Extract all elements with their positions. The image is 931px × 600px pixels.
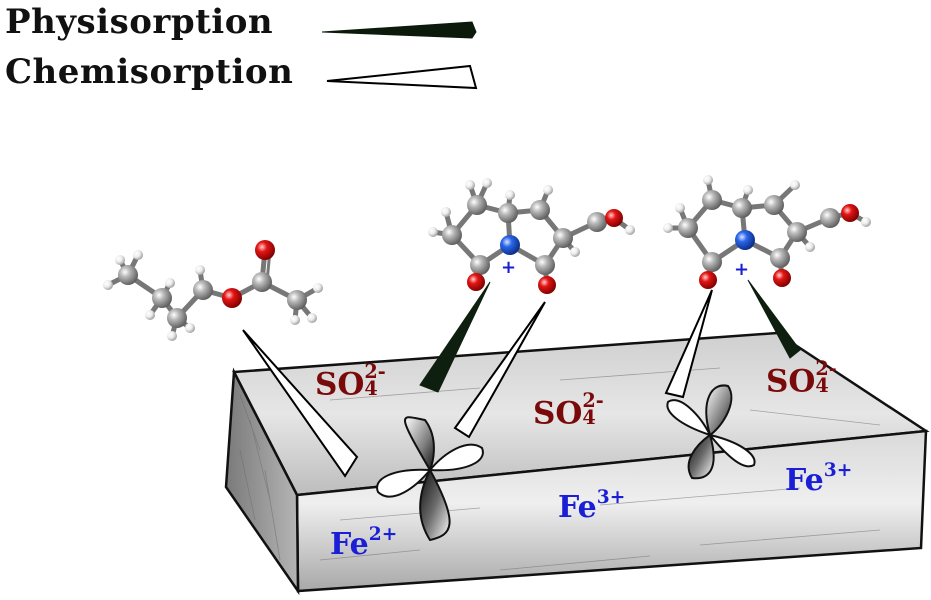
legend-chemisorption-label: Chemisorption bbox=[5, 52, 294, 92]
legend-physisorption-label: Physisorption bbox=[5, 2, 274, 42]
chemisorption-wedge-center bbox=[453, 301, 546, 439]
positive-charge-right: + bbox=[734, 259, 750, 280]
ester-molecule bbox=[103, 240, 323, 341]
positive-charge-left: + bbox=[501, 257, 517, 278]
physisorption-wedge-center bbox=[419, 281, 491, 393]
chemisorption-wedge-ester bbox=[242, 329, 359, 478]
iron-ion-label: Fe2+ bbox=[330, 524, 398, 562]
pyrrolizine-molecule-left bbox=[428, 178, 635, 294]
d-orbital-right-icon bbox=[666, 384, 756, 480]
metal-surface-slab bbox=[224, 331, 930, 596]
pyrrolizine-molecule-right bbox=[663, 175, 871, 289]
chemisorption-wedge-right bbox=[664, 289, 713, 399]
d-orbital-left-icon bbox=[376, 416, 484, 542]
iron-ion-label: Fe3+ bbox=[558, 487, 626, 525]
physisorption-wedge-icon bbox=[321, 21, 477, 39]
chemisorption-wedge-icon bbox=[326, 64, 478, 90]
physisorption-wedge-right bbox=[747, 279, 801, 359]
iron-ion-label: Fe3+ bbox=[785, 460, 853, 498]
